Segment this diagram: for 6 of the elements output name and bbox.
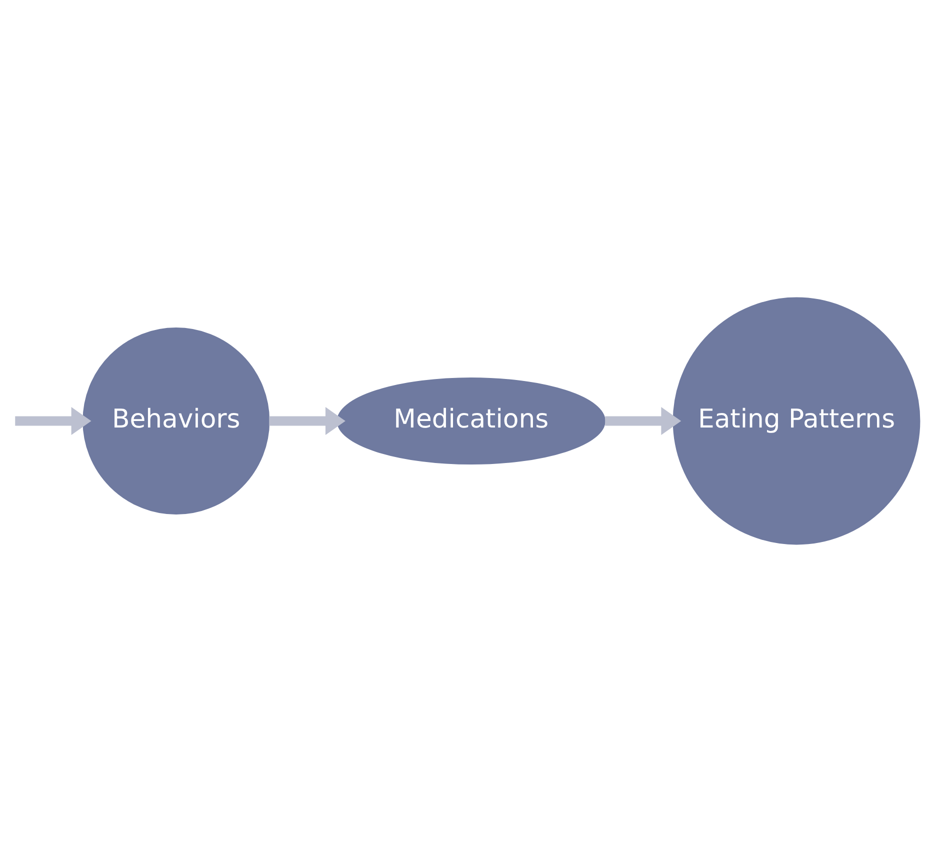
- arrow: [269, 406, 346, 434]
- node-circle: Eating Patterns: [672, 296, 920, 544]
- node-ellipse: Medications: [336, 376, 606, 464]
- arrow: [15, 406, 92, 434]
- node-circle: Behaviors: [82, 327, 270, 514]
- arrow: [605, 406, 682, 434]
